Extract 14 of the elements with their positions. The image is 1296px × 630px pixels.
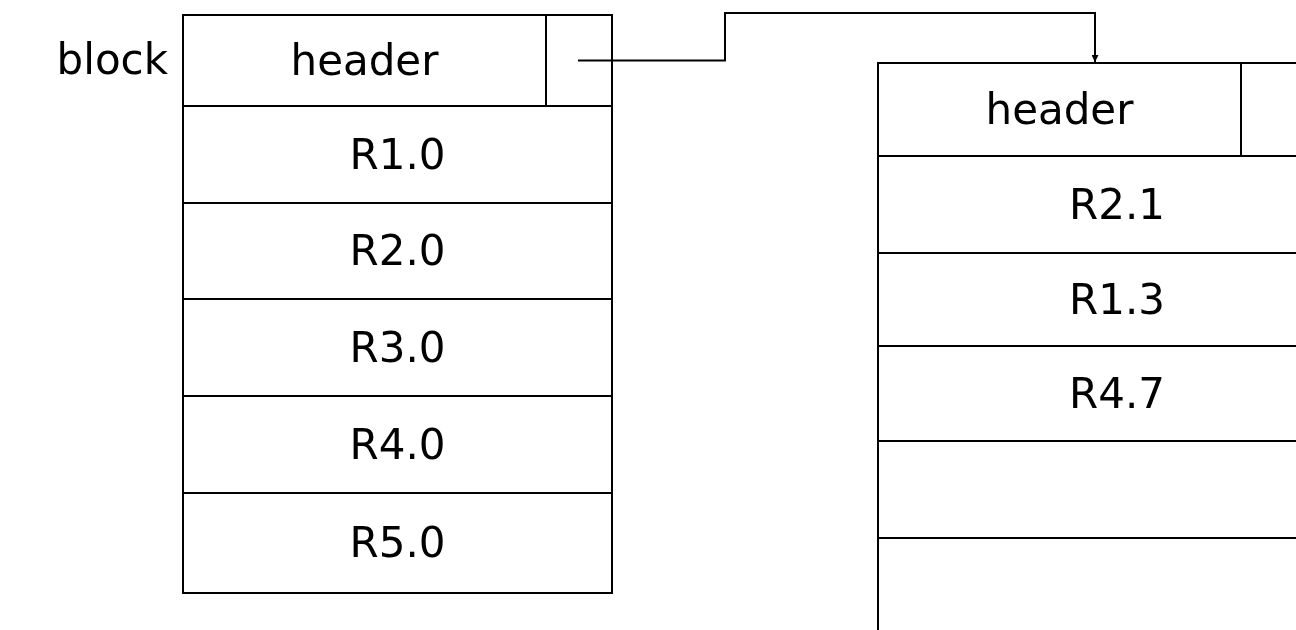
cell-label: R2.1 <box>1069 183 1165 226</box>
cell-label: R4.7 <box>1069 372 1165 415</box>
cell-label: R3.0 <box>349 326 446 369</box>
cell-label: header <box>985 88 1134 131</box>
record-block <box>877 62 1296 630</box>
cell-label: R2.0 <box>349 230 446 272</box>
record-block <box>182 14 613 594</box>
cell-label: header <box>290 39 439 82</box>
cell-label: R5.0 <box>349 522 446 564</box>
cell-label: R1.3 <box>1069 278 1165 321</box>
block-label: block <box>56 39 168 81</box>
cell-label: R4.0 <box>349 423 446 466</box>
cell-label: R1.0 <box>349 133 446 176</box>
pointer-arrow <box>577 12 1099 63</box>
